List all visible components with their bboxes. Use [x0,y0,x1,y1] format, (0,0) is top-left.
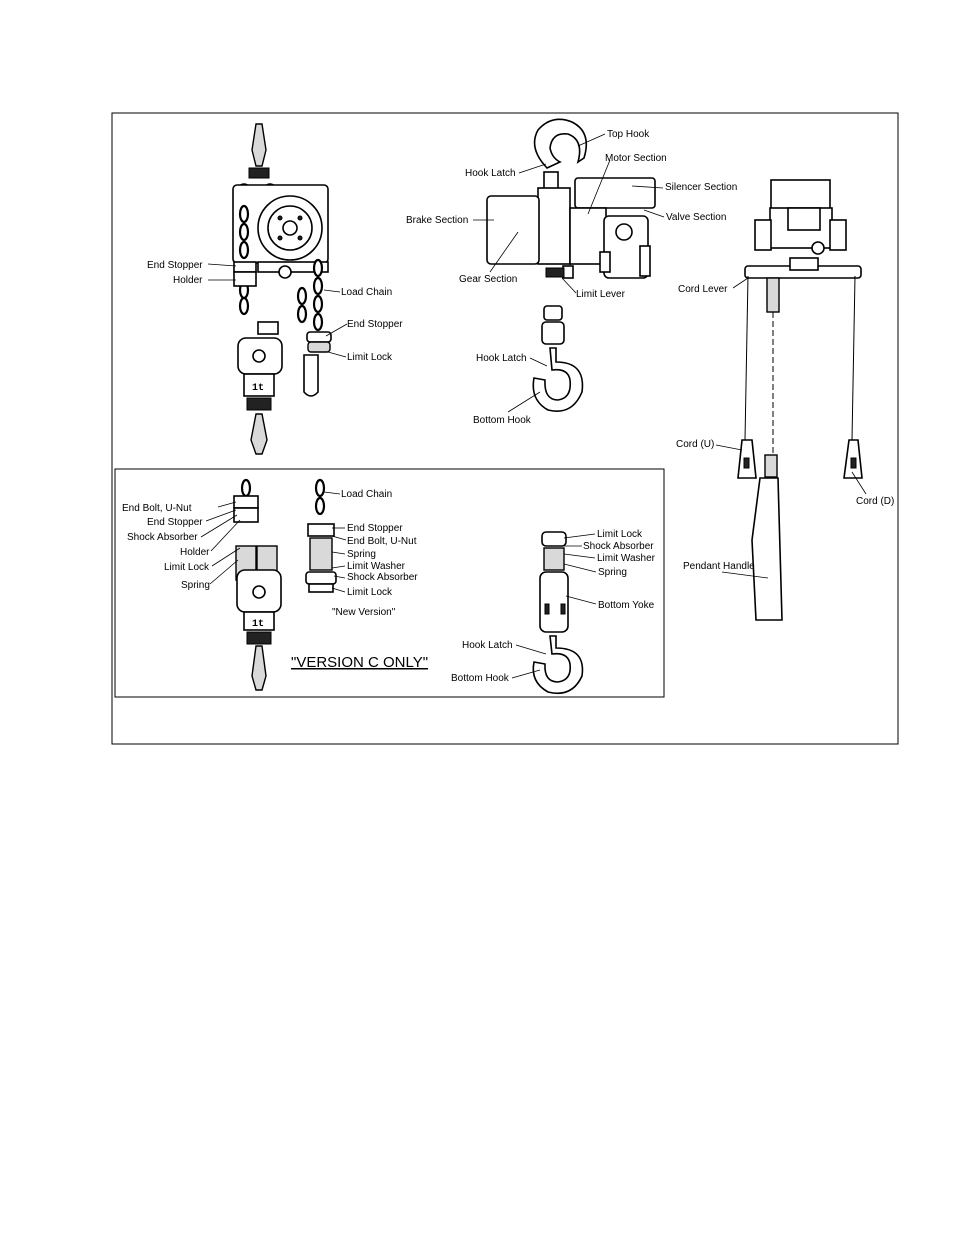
inset-frame [114,468,665,698]
label-inset-end-stopper: End Stopper [147,517,203,528]
label-inset-limit-lock: Limit Lock [164,562,210,573]
label-version-c-only: "VERSION C ONLY" [291,654,428,671]
label-r-limit-lock: Limit Lock [597,529,643,540]
label-inset-load-chain: Load Chain [341,489,392,500]
right-hoist-drawing [737,179,863,621]
label-cord-lever: Cord Lever [678,284,728,295]
label-new-version: "New Version" [332,607,396,618]
label-top-hook: Top Hook [607,129,650,140]
label-valve-section: Valve Section [666,212,726,223]
label-cord-u: Cord (U) [676,439,714,450]
labels: End Stopper Holder Load Chain End Stoppe… [122,129,894,684]
label-r-limit-washer: Limit Washer [597,553,656,564]
label-r-spring: Spring [598,567,627,578]
label-nv-end-bolt: End Bolt, U-Nut [347,536,417,547]
label-end-bolt: End Bolt, U-Nut [122,503,192,514]
label-inset-shock-absorber: Shock Absorber [127,532,198,543]
label-end-stopper-top: End Stopper [347,319,403,330]
rated-load-inset: 1t [252,619,264,630]
outer-frame [111,112,899,745]
label-nv-shock-absorber: Shock Absorber [347,572,418,583]
label-nv-limit-washer: Limit Washer [347,561,406,572]
label-r-shock-absorber: Shock Absorber [583,541,654,552]
label-motor-section: Motor Section [605,153,667,164]
label-r-bottom-yoke: Bottom Yoke [598,600,655,611]
rated-load-top: 1t [252,383,264,394]
label-limit-lever: Limit Lever [576,289,626,300]
label-holder-left: Holder [173,275,203,286]
label-brake-section: Brake Section [406,215,468,226]
label-r-bottom-hook: Bottom Hook [451,673,510,684]
label-end-stopper-left: End Stopper [147,260,203,271]
label-cord-d: Cord (D) [856,496,894,507]
label-nv-limit-lock: Limit Lock [347,587,393,598]
label-bottom-hook-mid: Bottom Hook [473,415,532,426]
center-hoist-drawing [486,118,656,412]
label-pendant-handle: Pendant Handle [683,561,755,572]
label-inset-holder: Holder [180,547,210,558]
label-r-hook-latch: Hook Latch [462,640,513,651]
inset-drawings: 1t [233,478,584,695]
leader-lines [200,133,867,679]
label-gear-section: Gear Section [459,274,517,285]
label-silencer-section: Silencer Section [665,182,737,193]
label-hook-latch-top: Hook Latch [465,168,516,179]
label-nv-end-stopper: End Stopper [347,523,403,534]
left-hoist-drawing: 1t [232,123,332,455]
label-hook-latch-mid: Hook Latch [476,353,527,364]
label-load-chain-top: Load Chain [341,287,392,298]
label-inset-spring: Spring [181,580,210,591]
label-nv-spring: Spring [347,549,376,560]
label-limit-lock-top: Limit Lock [347,352,393,363]
